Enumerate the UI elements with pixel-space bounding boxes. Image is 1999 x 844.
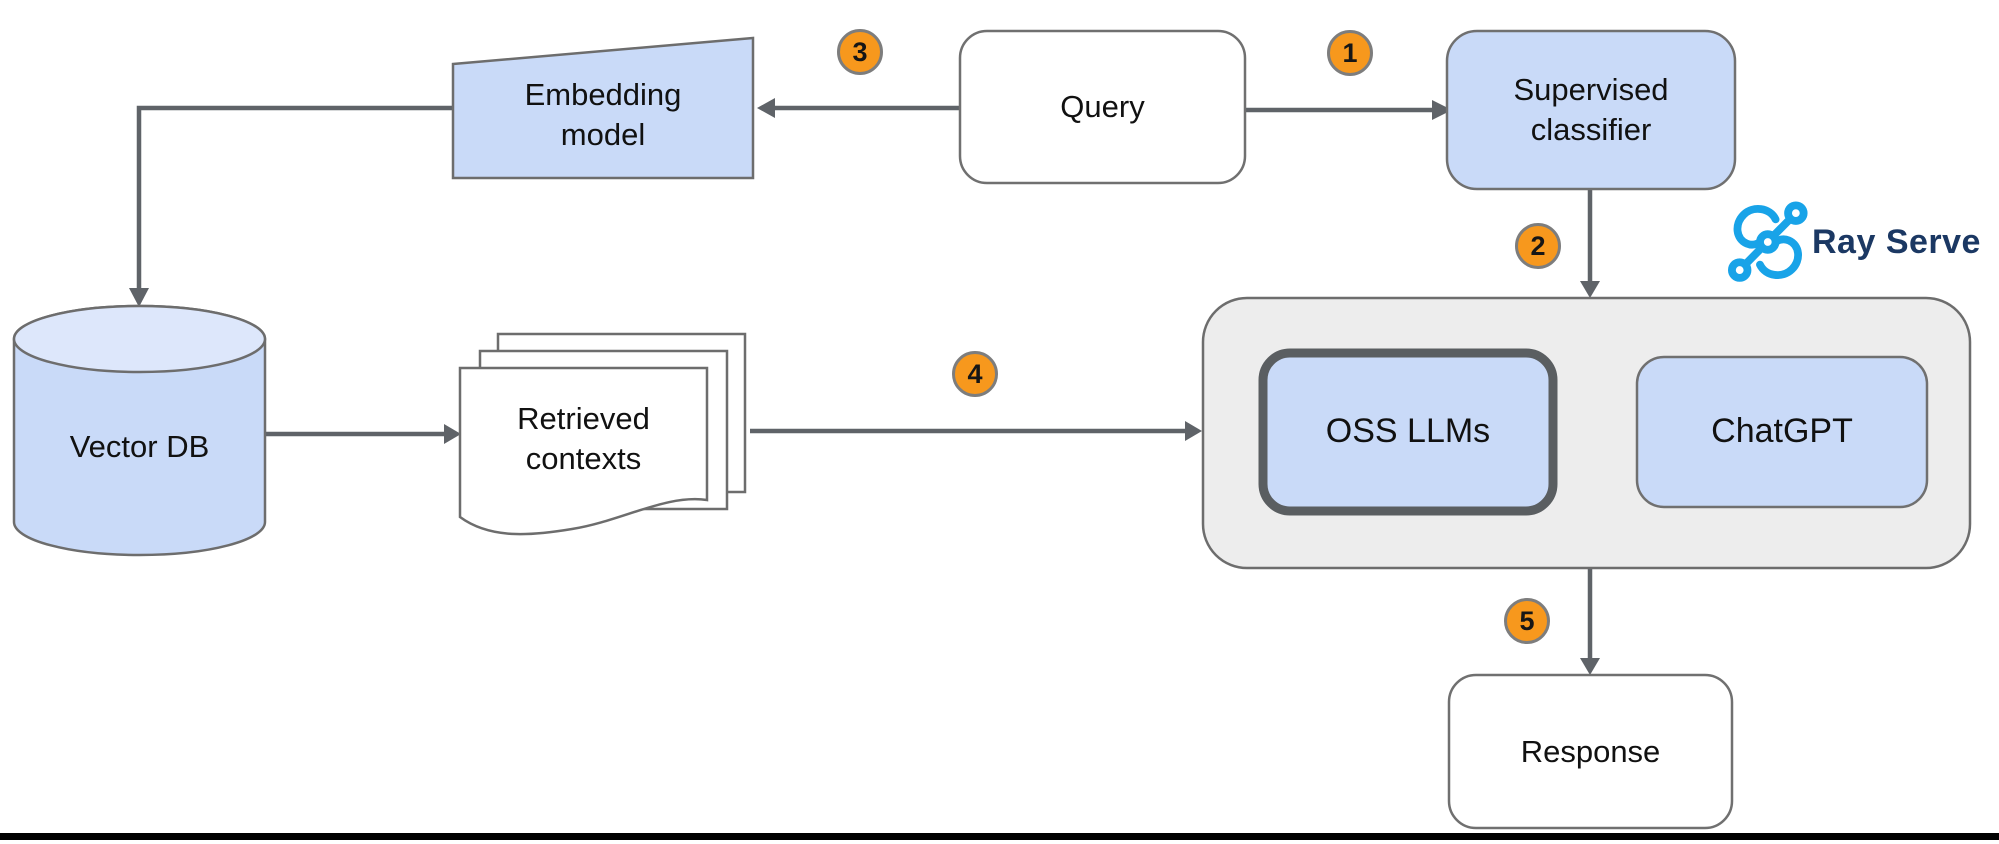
- arrow-container-to-response: [1580, 568, 1600, 675]
- oss-llms-box: [1258, 348, 1558, 516]
- step-badge-5: 5: [1504, 598, 1550, 644]
- chatgpt-box: [1635, 355, 1929, 509]
- step-badge-4: 4: [952, 351, 998, 397]
- step-badge-2: 2: [1515, 223, 1561, 269]
- arrow-classifier-to-container: [1580, 189, 1600, 298]
- arrow-embedding-to-vectordb: [129, 105, 453, 307]
- footer-bar: [0, 833, 1999, 840]
- ray-serve-wordmark: Ray Serve: [1812, 223, 1981, 261]
- arrow-query-to-embedding: [757, 98, 960, 118]
- arrow-contexts-to-container: [750, 421, 1202, 441]
- response-box: [1447, 673, 1734, 830]
- ray-serve-logo-icon: [1728, 201, 1808, 282]
- supervised-classifier-box: [1445, 29, 1737, 191]
- embedding-model-shape: [451, 36, 755, 180]
- vector-db-cylinder: [12, 304, 267, 557]
- step-badge-1: 1: [1327, 30, 1373, 76]
- arrow-query-to-classifier: [1245, 100, 1452, 120]
- step-badge-3: 3: [837, 29, 883, 75]
- arrow-vectordb-to-contexts: [266, 424, 461, 444]
- query-box: [958, 29, 1247, 185]
- retrieved-contexts-docs: [458, 332, 747, 536]
